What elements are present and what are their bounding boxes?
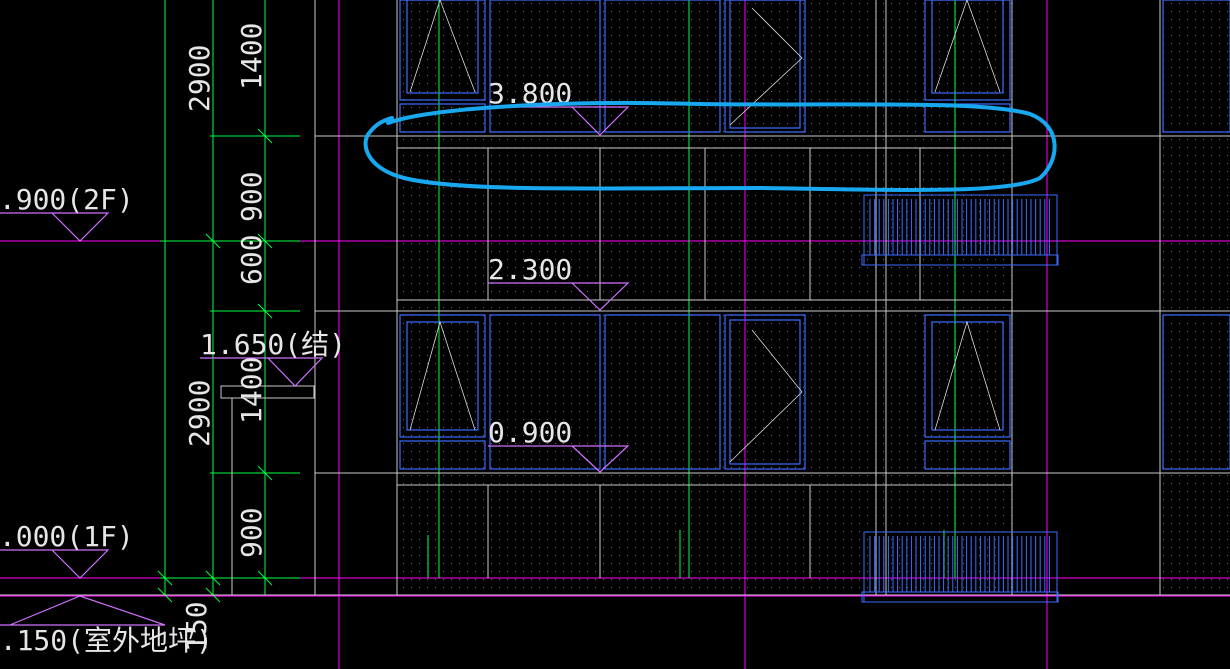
- dim-900-bottom: 900: [235, 507, 268, 558]
- level-beam-label: 1.650(结): [200, 328, 346, 361]
- dim-1400-top: 1400: [235, 23, 268, 90]
- dimension-labels: 2900 2900 1400 900 600 1400 900 150: [180, 23, 268, 652]
- level-0900-label: 0.900: [488, 416, 572, 449]
- level-2f-label: 0.900(2F): [0, 183, 134, 216]
- dim-1400-mid: 1400: [235, 357, 268, 424]
- level-markers: [0, 106, 630, 626]
- slab-lines: [0, 0, 1230, 596]
- dim-150: 150: [180, 601, 213, 652]
- level-1f-label: 0.000(1F): [0, 520, 134, 553]
- dim-2900-upper: 2900: [183, 45, 216, 112]
- balcony-railing-lower: [861, 531, 1059, 603]
- level-2300-label: 2.300: [488, 253, 572, 286]
- level-ground-label: -0.150(室外地坪): [0, 624, 213, 657]
- dim-2900-lower: 2900: [183, 380, 216, 447]
- facade-hatch: [397, 0, 1230, 595]
- railing-base: [861, 254, 1059, 266]
- balcony-railing-upper: [861, 194, 1059, 266]
- window-frames: [399, 0, 1230, 470]
- dim-900-top: 900: [235, 171, 268, 222]
- window-opening-marks: [409, 0, 1001, 463]
- railing-base: [861, 591, 1059, 603]
- highlight-ellipse-icon: [363, 100, 1057, 192]
- dim-600: 600: [235, 234, 268, 285]
